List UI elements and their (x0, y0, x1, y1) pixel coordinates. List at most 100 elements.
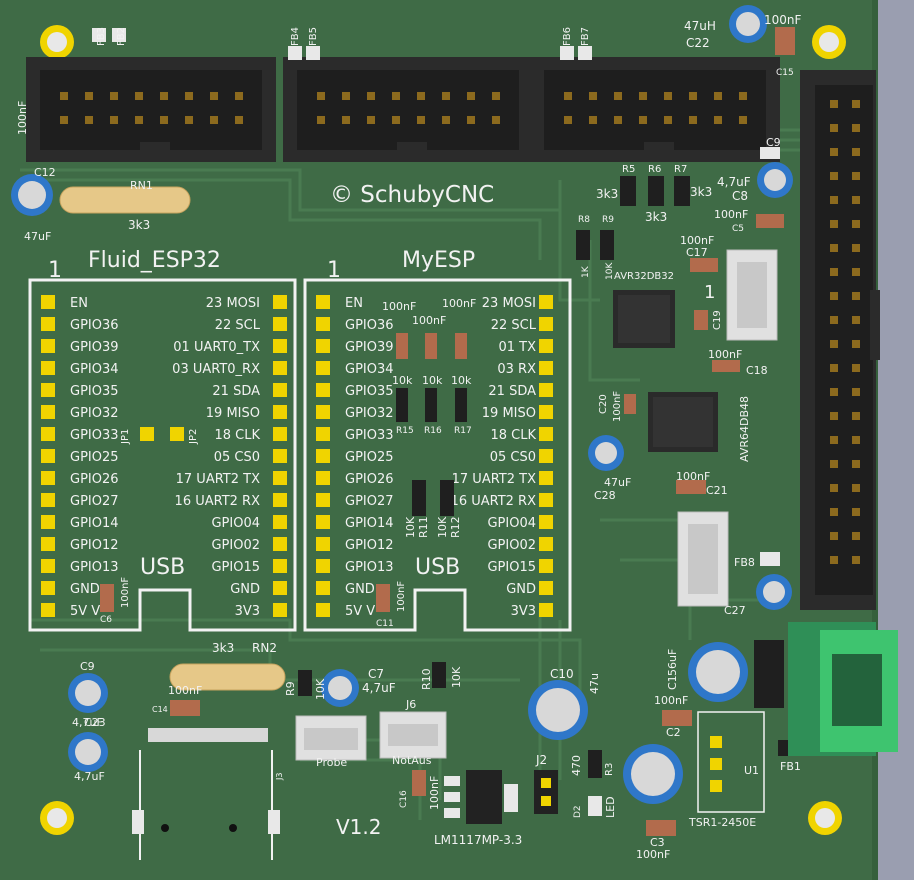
label-fb6: FB6 (562, 27, 573, 46)
idc-header-1 (26, 57, 276, 162)
label-c9: C9 (80, 660, 95, 673)
label-c-100nf-b: 100nF (412, 314, 446, 327)
label-avr32: AVR32DB32 (614, 271, 674, 282)
label-c4-value: 4,7uF (74, 770, 105, 783)
idc-pin (417, 92, 425, 100)
idc-pin (135, 92, 143, 100)
esp-pin-pad (273, 339, 287, 353)
label-c11-value: 100nF (396, 581, 407, 612)
idc-header-2 (283, 57, 533, 162)
label-probe: Probe (316, 756, 347, 769)
label-r3-value: 470 (570, 755, 583, 776)
label-u1-value: TSR1-2450E (688, 816, 756, 829)
label-c17: C17 (686, 246, 708, 259)
idc-pin (614, 92, 622, 100)
esp-pin-pad (41, 515, 55, 529)
label-r7: R7 (674, 164, 687, 175)
label-ldo: LM1117MP-3.3 (434, 833, 522, 847)
esp-pin-label-right: 16 UART2 RX (451, 494, 537, 509)
right-connector-pin (852, 556, 860, 564)
module-2-title: MyESP (402, 248, 475, 273)
label-c8: C8 (732, 189, 748, 203)
label-c20-value: 100nF (612, 391, 623, 422)
right-connector-pin (830, 388, 838, 396)
label-rn1-value: 3k3 (128, 218, 150, 232)
resistor-network-rn1 (59, 186, 191, 214)
esp-pin-pad (539, 295, 553, 309)
label-c1-value: 56uF (666, 649, 679, 676)
label-fb5: FB5 (308, 27, 319, 46)
esp-pin-label-right: 17 UART2 TX (176, 472, 260, 487)
esp-pin-label-right: 03 UART0_RX (172, 362, 260, 377)
right-box-connector (800, 70, 880, 610)
esp-pin-label-right: GND (230, 582, 260, 597)
right-connector-pin (852, 196, 860, 204)
right-connector-pin (852, 148, 860, 156)
idc-pin (210, 116, 218, 124)
label-c-100nf-a: 100nF (382, 300, 416, 313)
label-c5: C5 (732, 224, 744, 234)
esp-pin-pad (539, 405, 553, 419)
esp-pin-pad (41, 383, 55, 397)
idc-pin (392, 116, 400, 124)
right-connector-pin (852, 316, 860, 324)
right-connector-pin (852, 508, 860, 516)
brand-label: © SchubyCNC (330, 182, 494, 208)
right-connector-pin (830, 340, 838, 348)
esp-pin-pad (539, 361, 553, 375)
right-connector-pin (852, 292, 860, 300)
esp-pin-pad (539, 449, 553, 463)
jst-connector-probe (295, 715, 367, 761)
esp-pin-label-left: GPIO27 (70, 494, 119, 509)
label-r9b-value: 10K (314, 678, 327, 700)
esp-pin-label-left: 5V V (345, 604, 375, 619)
label-fb8: FB8 (734, 556, 755, 569)
esp-pin-pad (273, 361, 287, 375)
right-connector-pin (830, 316, 838, 324)
label-c21-value: 100nF (676, 470, 710, 483)
esp-pin-label-left: GPIO39 (345, 340, 394, 355)
esp-pin-pad (41, 317, 55, 331)
label-c17-value: 100nF (680, 234, 714, 247)
idc-pin (639, 116, 647, 124)
right-connector-pin (830, 220, 838, 228)
module-1-usb: USB (140, 555, 185, 580)
esp-pin-pad (316, 559, 330, 573)
idc-pin (235, 116, 243, 124)
right-connector-pin (830, 244, 838, 252)
idc-pin (739, 116, 747, 124)
esp-pin-label-right: GND (506, 582, 536, 597)
idc-pin (614, 116, 622, 124)
right-connector-pin (830, 364, 838, 372)
esp-pin-label-left: GPIO26 (345, 472, 394, 487)
label-jp1: JP1 (120, 429, 131, 445)
label-r6: R6 (648, 164, 661, 175)
label-c7: C7 (368, 667, 384, 681)
version-label: V1.2 (336, 815, 382, 839)
label-c16-value: 100nF (428, 776, 441, 810)
right-connector-pin (830, 484, 838, 492)
jumper-j2 (534, 770, 558, 814)
esp-pin-label-right: 23 MOSI (206, 296, 260, 311)
label-c10-value: 47u (588, 673, 601, 694)
right-connector-pin (852, 124, 860, 132)
right-connector-pin (830, 268, 838, 276)
esp-pin-pad (273, 603, 287, 617)
label-j2: J2 (535, 753, 547, 767)
right-connector-pin (852, 244, 860, 252)
esp-pin-label-left: GPIO14 (70, 516, 119, 531)
esp-pin-label-left: GPIO33 (70, 428, 119, 443)
idc-pin (110, 116, 118, 124)
idc-pin (392, 92, 400, 100)
idc-pin (689, 116, 697, 124)
esp-pin-pad (316, 471, 330, 485)
label-r12-value: 10K (436, 516, 449, 538)
right-connector-pin (830, 412, 838, 420)
label-c9-top: C9 (766, 136, 781, 149)
idc-pin (492, 92, 500, 100)
label-rn2-value: 3k3 (212, 641, 234, 655)
esp-pin-label-right: 22 SCL (491, 318, 537, 333)
label-c7-value: 4,7uF (362, 681, 396, 695)
right-connector-pin (830, 508, 838, 516)
esp-pin-label-left: GPIO34 (345, 362, 394, 377)
